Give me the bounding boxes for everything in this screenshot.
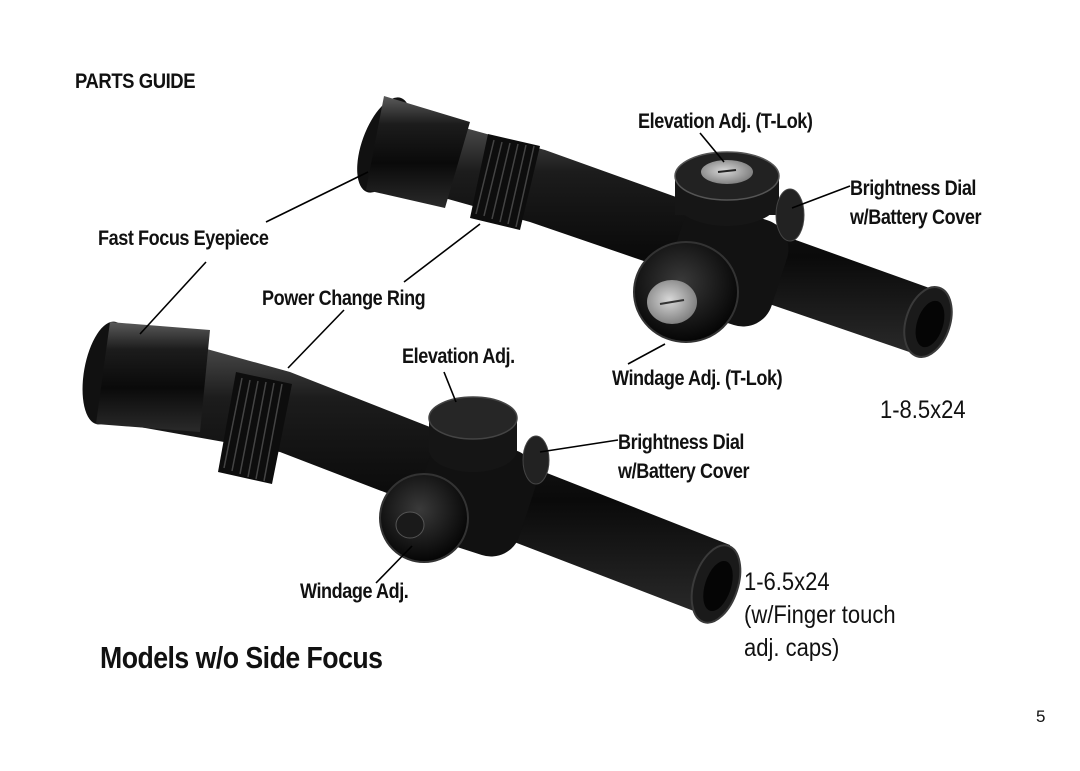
leader-lines <box>139 132 851 584</box>
model-bottom-line2: (w/Finger touch <box>744 601 896 629</box>
label-brightness-top-line2: w/Battery Cover <box>850 206 982 229</box>
label-brightness-bottom: Brightness Dial w/Battery Cover <box>618 428 749 486</box>
model-bottom-line3: adj. caps) <box>744 634 840 662</box>
label-windage-adj: Windage Adj. <box>300 580 409 603</box>
model-bottom: 1-6.5x24 (w/Finger touch adj. caps) <box>744 566 896 665</box>
bottom-scope-windage-knob <box>379 473 469 563</box>
label-windage-tlok: Windage Adj. (T-Lok) <box>612 367 783 390</box>
top-scope-brightness-dial <box>775 188 805 242</box>
label-elevation-adj: Elevation Adj. <box>402 345 515 368</box>
label-fast-focus-eyepiece: Fast Focus Eyepiece <box>98 227 269 250</box>
label-elevation-tlok: Elevation Adj. (T-Lok) <box>638 110 813 133</box>
label-brightness-bottom-line1: Brightness Dial <box>618 431 745 454</box>
label-brightness-top-line1: Brightness Dial <box>850 177 977 200</box>
section-title: Models w/o Side Focus <box>100 640 383 675</box>
page-number: 5 <box>1036 707 1046 726</box>
bottom-scope-elevation-knob <box>428 396 518 440</box>
top-scope <box>357 96 953 358</box>
parts-guide-heading: PARTS GUIDE <box>75 70 196 93</box>
bottom-scope-power-ring <box>218 372 292 484</box>
bottom-scope-brightness-dial <box>522 435 550 485</box>
label-brightness-bottom-line2: w/Battery Cover <box>618 460 750 483</box>
model-bottom-line1: 1-6.5x24 <box>744 568 830 596</box>
bottom-scope <box>82 321 742 624</box>
label-brightness-top: Brightness Dial w/Battery Cover <box>850 174 981 232</box>
model-top: 1-8.5x24 <box>880 396 966 424</box>
label-power-change-ring: Power Change Ring <box>262 287 426 310</box>
